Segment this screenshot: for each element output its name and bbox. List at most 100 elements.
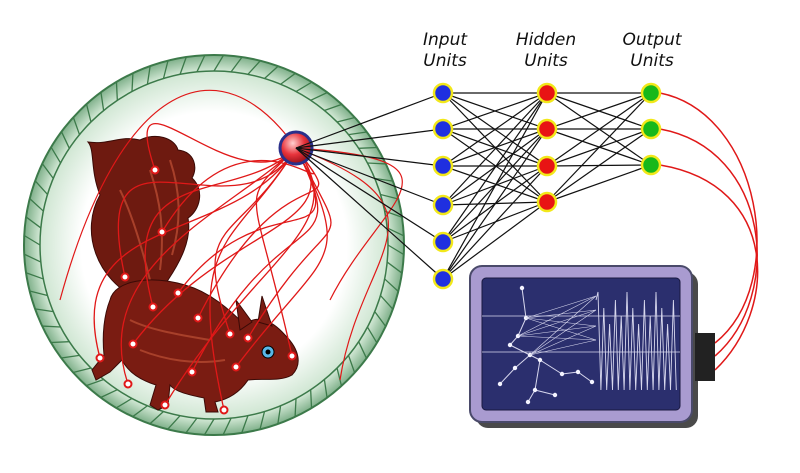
body-sensor-point	[120, 272, 130, 282]
sensor-connection-line	[295, 147, 444, 243]
skeleton-joint	[559, 371, 565, 377]
connection-line	[442, 201, 548, 280]
fan-line	[525, 317, 597, 341]
body-sensor-point	[187, 367, 197, 377]
output-node	[640, 82, 662, 104]
wheel-rung	[374, 177, 394, 182]
screen-trace	[482, 285, 680, 405]
wheel-rung	[367, 162, 386, 165]
label-hidden-units: Hidden Units	[491, 30, 601, 72]
waveform	[595, 291, 677, 391]
wheel-rung	[213, 54, 225, 72]
skeleton-line	[499, 367, 516, 385]
wheel-rung	[72, 367, 92, 374]
wheel-rung	[264, 65, 279, 79]
fan-line	[525, 317, 597, 327]
wheel-rung	[323, 379, 328, 398]
fan-line	[529, 339, 597, 356]
fan-line	[517, 295, 597, 337]
wheel-rung	[336, 116, 356, 123]
label-hidden-line1: Hidden	[515, 30, 577, 50]
wheel-rung	[259, 411, 266, 430]
wheel-rungs	[23, 54, 405, 436]
input-node	[432, 118, 454, 140]
nerve-line	[235, 147, 328, 368]
nerve-line	[295, 147, 403, 301]
fan-line	[525, 295, 597, 319]
connection-line	[442, 92, 548, 243]
body-sensor-point	[95, 353, 105, 363]
nerve-line	[117, 147, 297, 278]
input-node	[432, 268, 454, 290]
skeleton-joint	[512, 365, 518, 371]
skeleton-line	[539, 359, 563, 375]
label-hidden-line2: Units	[524, 51, 568, 71]
skeleton-joint	[497, 381, 503, 387]
wheel-rung	[374, 311, 387, 327]
wheel-rung	[162, 60, 169, 79]
wheel-rung	[61, 354, 80, 359]
wheel-rung	[348, 131, 367, 136]
skeleton-joint	[589, 379, 595, 385]
skeleton-joint	[519, 285, 525, 291]
nerve-line	[197, 147, 320, 319]
squirrel-tail-highlight	[119, 159, 180, 281]
output-wire	[659, 92, 758, 344]
label-input-line2: Units	[423, 51, 467, 71]
fan-line	[529, 295, 597, 356]
hidden-node	[536, 191, 558, 213]
body-sensor-point	[150, 165, 160, 175]
body-sensor-point	[157, 227, 167, 237]
wheel-rung	[23, 253, 42, 263]
connection-line	[442, 92, 548, 130]
squirrel-ear-left	[235, 299, 253, 331]
connection-line	[442, 92, 548, 280]
body-sensor-point	[128, 339, 138, 349]
wheel-rung	[196, 54, 206, 73]
skeleton-line	[521, 287, 527, 319]
body-sensor-point	[225, 329, 235, 339]
connection-line	[546, 92, 652, 167]
body-sensor-point	[193, 313, 203, 323]
skeleton-joint	[537, 357, 543, 363]
wheel-rung	[29, 290, 48, 297]
skeleton-line	[534, 359, 541, 391]
wheel-rung	[324, 103, 342, 112]
label-input-line1: Input	[422, 30, 468, 50]
input-node	[432, 194, 454, 216]
wheel-rung	[384, 210, 403, 218]
skeleton-line	[527, 389, 536, 403]
body-sensor-point	[123, 379, 133, 389]
monitor-connector	[695, 333, 715, 381]
wheel-rung	[386, 261, 403, 274]
wheel-rung	[50, 341, 70, 344]
body-sensor-point	[160, 400, 170, 410]
sensor-connection-line	[295, 128, 444, 149]
wheel-rung	[149, 411, 164, 425]
output-wire	[659, 128, 758, 357]
connection-line	[546, 128, 652, 203]
connection-line	[546, 164, 652, 203]
wheel-rung	[386, 227, 405, 237]
wheel-rung	[179, 56, 187, 75]
input-node	[432, 231, 454, 253]
wheel-rung	[295, 81, 313, 93]
wheel-rung	[132, 405, 148, 418]
label-input-units: Input Units	[390, 30, 500, 72]
wheel-rung	[230, 56, 243, 73]
skeleton-line	[517, 317, 527, 337]
connection-line	[546, 92, 652, 203]
skeleton-joint	[575, 369, 581, 375]
connection-line	[442, 92, 548, 206]
sensor-connection-line	[295, 147, 444, 206]
wheel-rung	[41, 163, 54, 179]
skeleton-line	[561, 371, 579, 375]
wheel-rung	[380, 193, 399, 200]
wheel-rung	[29, 198, 44, 212]
nerve-line	[295, 147, 390, 381]
nerve-line	[59, 89, 297, 301]
skeleton-line	[509, 344, 531, 356]
wheel-rung	[241, 415, 249, 434]
